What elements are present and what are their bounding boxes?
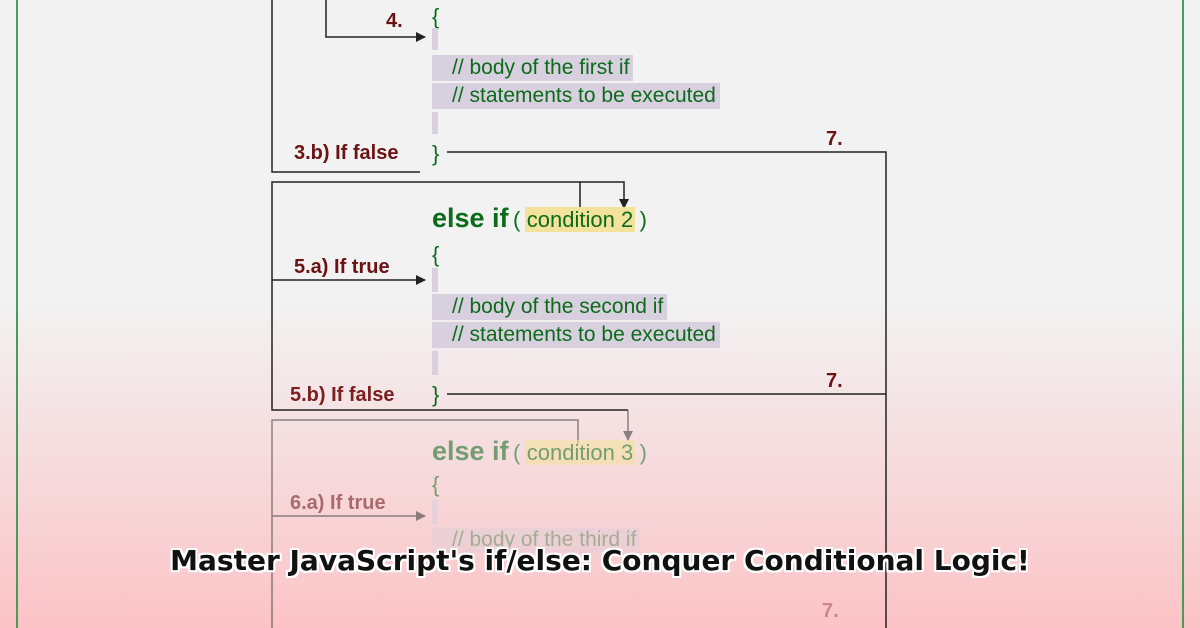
step7-label: 7.	[826, 128, 843, 150]
condition-3: condition 3	[524, 440, 636, 465]
step7-label: 7.	[822, 600, 839, 622]
step3b-label: 3.b) If false	[294, 142, 399, 164]
paren-close: )	[639, 440, 647, 465]
step5a-label: 5.a) If true	[294, 256, 390, 278]
second-if-comment-2: // statements to be executed	[432, 322, 720, 348]
open-brace-first: {	[432, 4, 440, 29]
gutter	[432, 112, 438, 134]
else-if-keyword: else if	[432, 203, 509, 233]
open-brace-second: {	[432, 242, 440, 267]
second-if-comment-1: // body of the second if	[432, 294, 668, 320]
gutter	[432, 268, 438, 292]
condition-2: condition 2	[524, 207, 636, 232]
right-border	[1182, 0, 1184, 628]
step7-label: 7.	[826, 370, 843, 392]
first-if-comment-2: // statements to be executed	[432, 83, 720, 109]
open-brace-third: {	[432, 472, 440, 497]
first-if-comment-1: // body of the first if	[432, 55, 634, 81]
paren-close: )	[639, 207, 647, 232]
close-brace-first: }	[432, 141, 440, 166]
third-if-comment-1: // body of the third if	[432, 527, 641, 553]
gutter	[432, 500, 438, 524]
paren-open: (	[513, 207, 521, 232]
gutter	[432, 28, 438, 50]
close-brace-second: }	[432, 382, 440, 407]
step4-label: 4.	[386, 10, 403, 32]
step5b-label: 5.b) If false	[290, 384, 395, 406]
step6a-label: 6.a) If true	[290, 492, 386, 514]
arrow-to-condition2	[271, 181, 628, 411]
else-if-condition2-line: else if ( condition 2 )	[432, 203, 647, 234]
left-border	[16, 0, 18, 628]
arrow-step4	[325, 0, 426, 42]
paren-open: (	[513, 440, 521, 465]
else-if-keyword: else if	[432, 436, 509, 466]
line-step7-first	[447, 151, 887, 628]
banner-title: Master JavaScript's if/else: Conquer Con…	[170, 544, 1030, 577]
gutter	[432, 351, 438, 375]
line-step3b	[271, 0, 420, 173]
line-step6-loop	[271, 419, 579, 628]
else-if-condition3-line: else if ( condition 3 )	[432, 436, 647, 467]
